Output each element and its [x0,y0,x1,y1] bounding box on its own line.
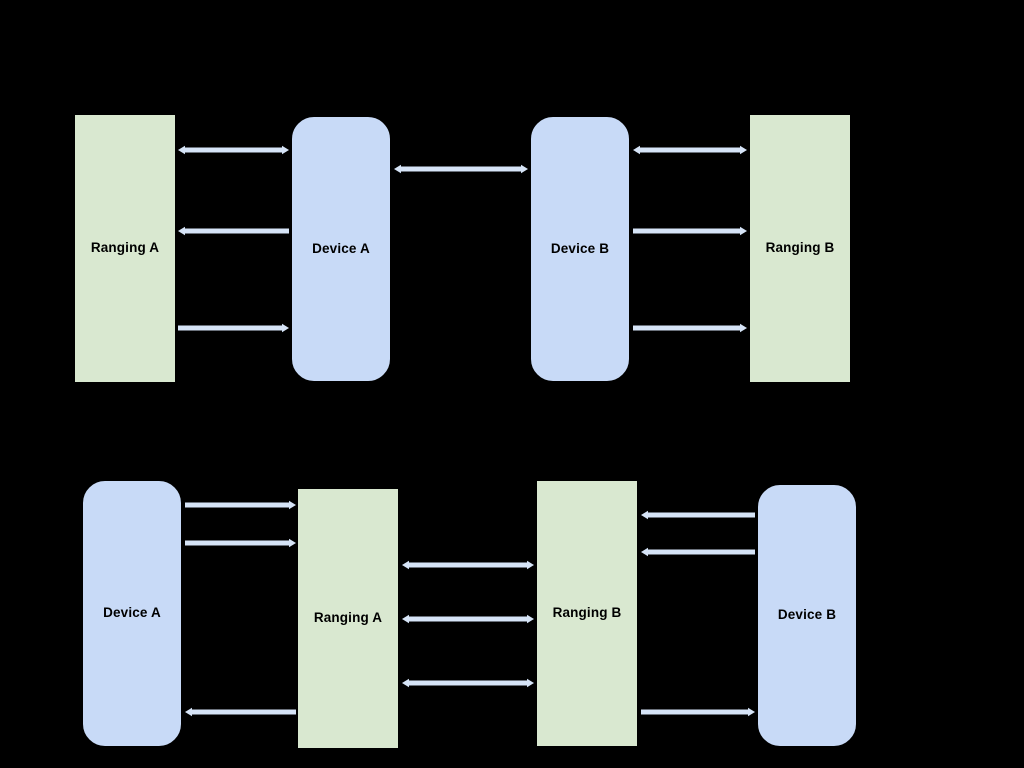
node-label: Ranging B [552,605,622,621]
edge-ranging-a-to-device-a [175,706,306,718]
node-label: Ranging B [765,240,835,256]
edge-device-a-to-ranging-a-lower [175,537,306,549]
node-label: Ranging A [313,610,383,626]
node-top-ranging-a[interactable]: Ranging A [75,115,175,382]
node-top-device-a[interactable]: Device A [292,117,390,381]
node-bot-device-a[interactable]: Device A [83,481,181,746]
edge-device-b-to-ranging-b-lower [631,546,765,558]
node-top-ranging-b[interactable]: Ranging B [750,115,850,382]
node-label: Device B [777,607,837,623]
node-bot-ranging-a[interactable]: Ranging A [298,489,398,748]
edge-ranging-a-ranging-b-bidir-lower [392,677,544,689]
node-label: Ranging A [90,240,160,256]
edge-ranging-a-ranging-b-bidir-middle [392,613,544,625]
edge-ranging-b-to-device-b [631,706,765,718]
node-bot-device-b[interactable]: Device B [758,485,856,746]
edge-device-a-to-ranging-a-upper [175,499,306,511]
node-label: Device A [312,240,370,256]
node-top-device-b[interactable]: Device B [531,117,629,381]
node-label: Device A [103,605,161,621]
node-label: Device B [550,240,610,256]
node-bot-ranging-b[interactable]: Ranging B [537,481,637,746]
edge-ranging-a-ranging-b-bidir-upper [392,559,544,571]
edge-device-b-to-ranging-b-upper [631,509,765,521]
